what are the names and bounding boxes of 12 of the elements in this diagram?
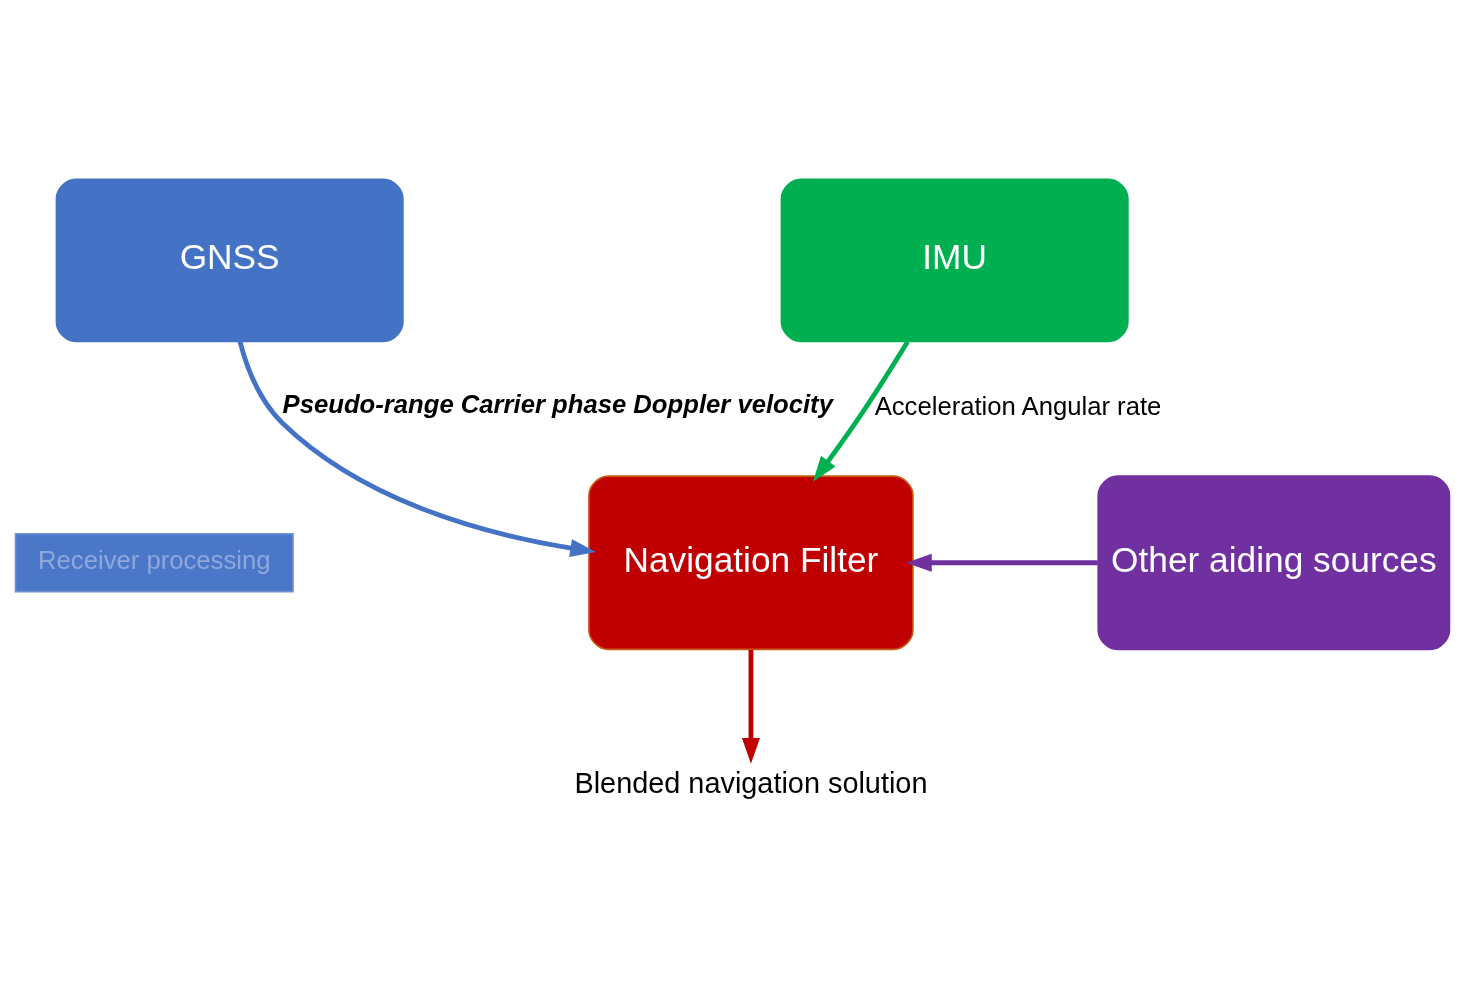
arrow: [812, 340, 910, 482]
edge-label: Acceleration Angular rate: [874, 391, 1162, 420]
node-box: Receiver processing: [14, 533, 294, 593]
node-box: IMU: [780, 178, 1129, 343]
node-box: GNSS: [55, 178, 404, 343]
node-box: Other aiding sources: [1097, 475, 1451, 651]
arrow: [237, 341, 596, 557]
node-text: Blended navigation solution: [574, 766, 928, 799]
arrow: [906, 553, 1098, 572]
arrow: [741, 649, 760, 764]
edge-label: Pseudo-range Carrier phase Doppler velocity: [282, 390, 833, 419]
node-box: Navigation Filter: [588, 475, 914, 651]
